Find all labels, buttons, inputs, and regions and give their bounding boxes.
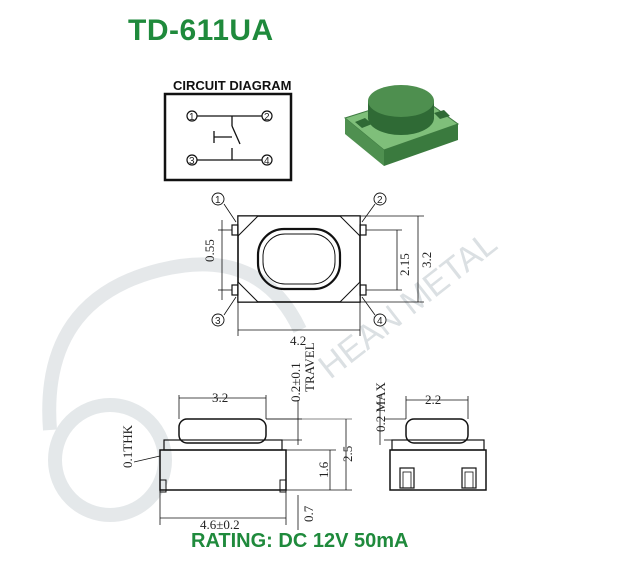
dim-height-3-2: 3.2 — [419, 252, 434, 268]
dim-width-4-2: 4.2 — [290, 333, 306, 348]
svg-text:2: 2 — [264, 112, 270, 123]
top-pin-4: 4 — [377, 316, 383, 327]
pad-3 — [231, 284, 239, 296]
dim-0-2-max: 0.2 MAX — [373, 382, 388, 432]
top-pin-3: 3 — [215, 316, 221, 327]
watermark-text: HEAN METAL — [312, 224, 505, 386]
dim-2-5: 2.5 — [340, 446, 355, 462]
dim-travel-label: TRAVEL — [302, 342, 317, 392]
svg-text:4: 4 — [264, 156, 270, 167]
dim-0-7: 0.7 — [301, 505, 316, 522]
dim-pad-0-55: 0.55 — [202, 239, 217, 262]
rating-label: RATING: DC 12V 50mA — [191, 530, 409, 552]
circuit-pin-1: 1 — [186, 110, 198, 123]
circuit-diagram: CIRCUIT DIAGRAM 1 2 3 4 — [163, 78, 293, 182]
front-actuator — [178, 418, 267, 444]
dim-thk-0-1: 0.1THK — [120, 424, 135, 468]
actuator-top — [368, 85, 434, 117]
pad-1 — [231, 224, 239, 236]
watermark: HEAN METAL — [42, 224, 505, 522]
top-pin-1: 1 — [215, 195, 221, 206]
dim-travel-0-2: 0.2±0.1 — [288, 362, 303, 402]
circuit-pin-3: 3 — [186, 154, 198, 167]
switch-contact — [231, 125, 241, 145]
top-view — [218, 203, 424, 336]
dim-pitch-2-15: 2.15 — [397, 253, 412, 276]
front-view — [133, 395, 352, 530]
top-view-body — [237, 215, 361, 303]
svg-text:3: 3 — [189, 156, 195, 167]
side-body — [389, 449, 487, 491]
pad-4 — [359, 284, 367, 296]
circuit-label: CIRCUIT DIAGRAM — [173, 78, 291, 93]
top-pin-2: 2 — [377, 195, 383, 206]
dim-overall-4-6: 4.6±0.2 — [200, 517, 240, 532]
dim-1-6: 1.6 — [316, 461, 331, 478]
side-view — [379, 395, 487, 491]
dim-body-3-2: 3.2 — [212, 390, 228, 405]
side-actuator — [405, 418, 469, 444]
dim-width-2-2: 2.2 — [425, 392, 441, 407]
svg-text:1: 1 — [189, 112, 195, 123]
page-title: TD-611UA — [128, 14, 274, 47]
side-view-labels: 2.2 0.2 MAX — [373, 382, 441, 432]
top-view-actuator — [256, 227, 342, 291]
front-body — [159, 449, 287, 491]
pad-2 — [359, 224, 367, 236]
switch-3d-image — [343, 85, 460, 166]
front-view-labels: 3.2 4.6±0.2 0.2±0.1 TRAVEL 0.1THK 1.6 2.… — [120, 342, 355, 532]
circuit-pin-4: 4 — [261, 154, 273, 167]
top-view-labels: 1 2 3 4 4.2 0.55 2.15 3.2 — [202, 192, 434, 348]
circuit-pin-2: 2 — [261, 110, 273, 123]
watermark-logo — [42, 257, 307, 522]
